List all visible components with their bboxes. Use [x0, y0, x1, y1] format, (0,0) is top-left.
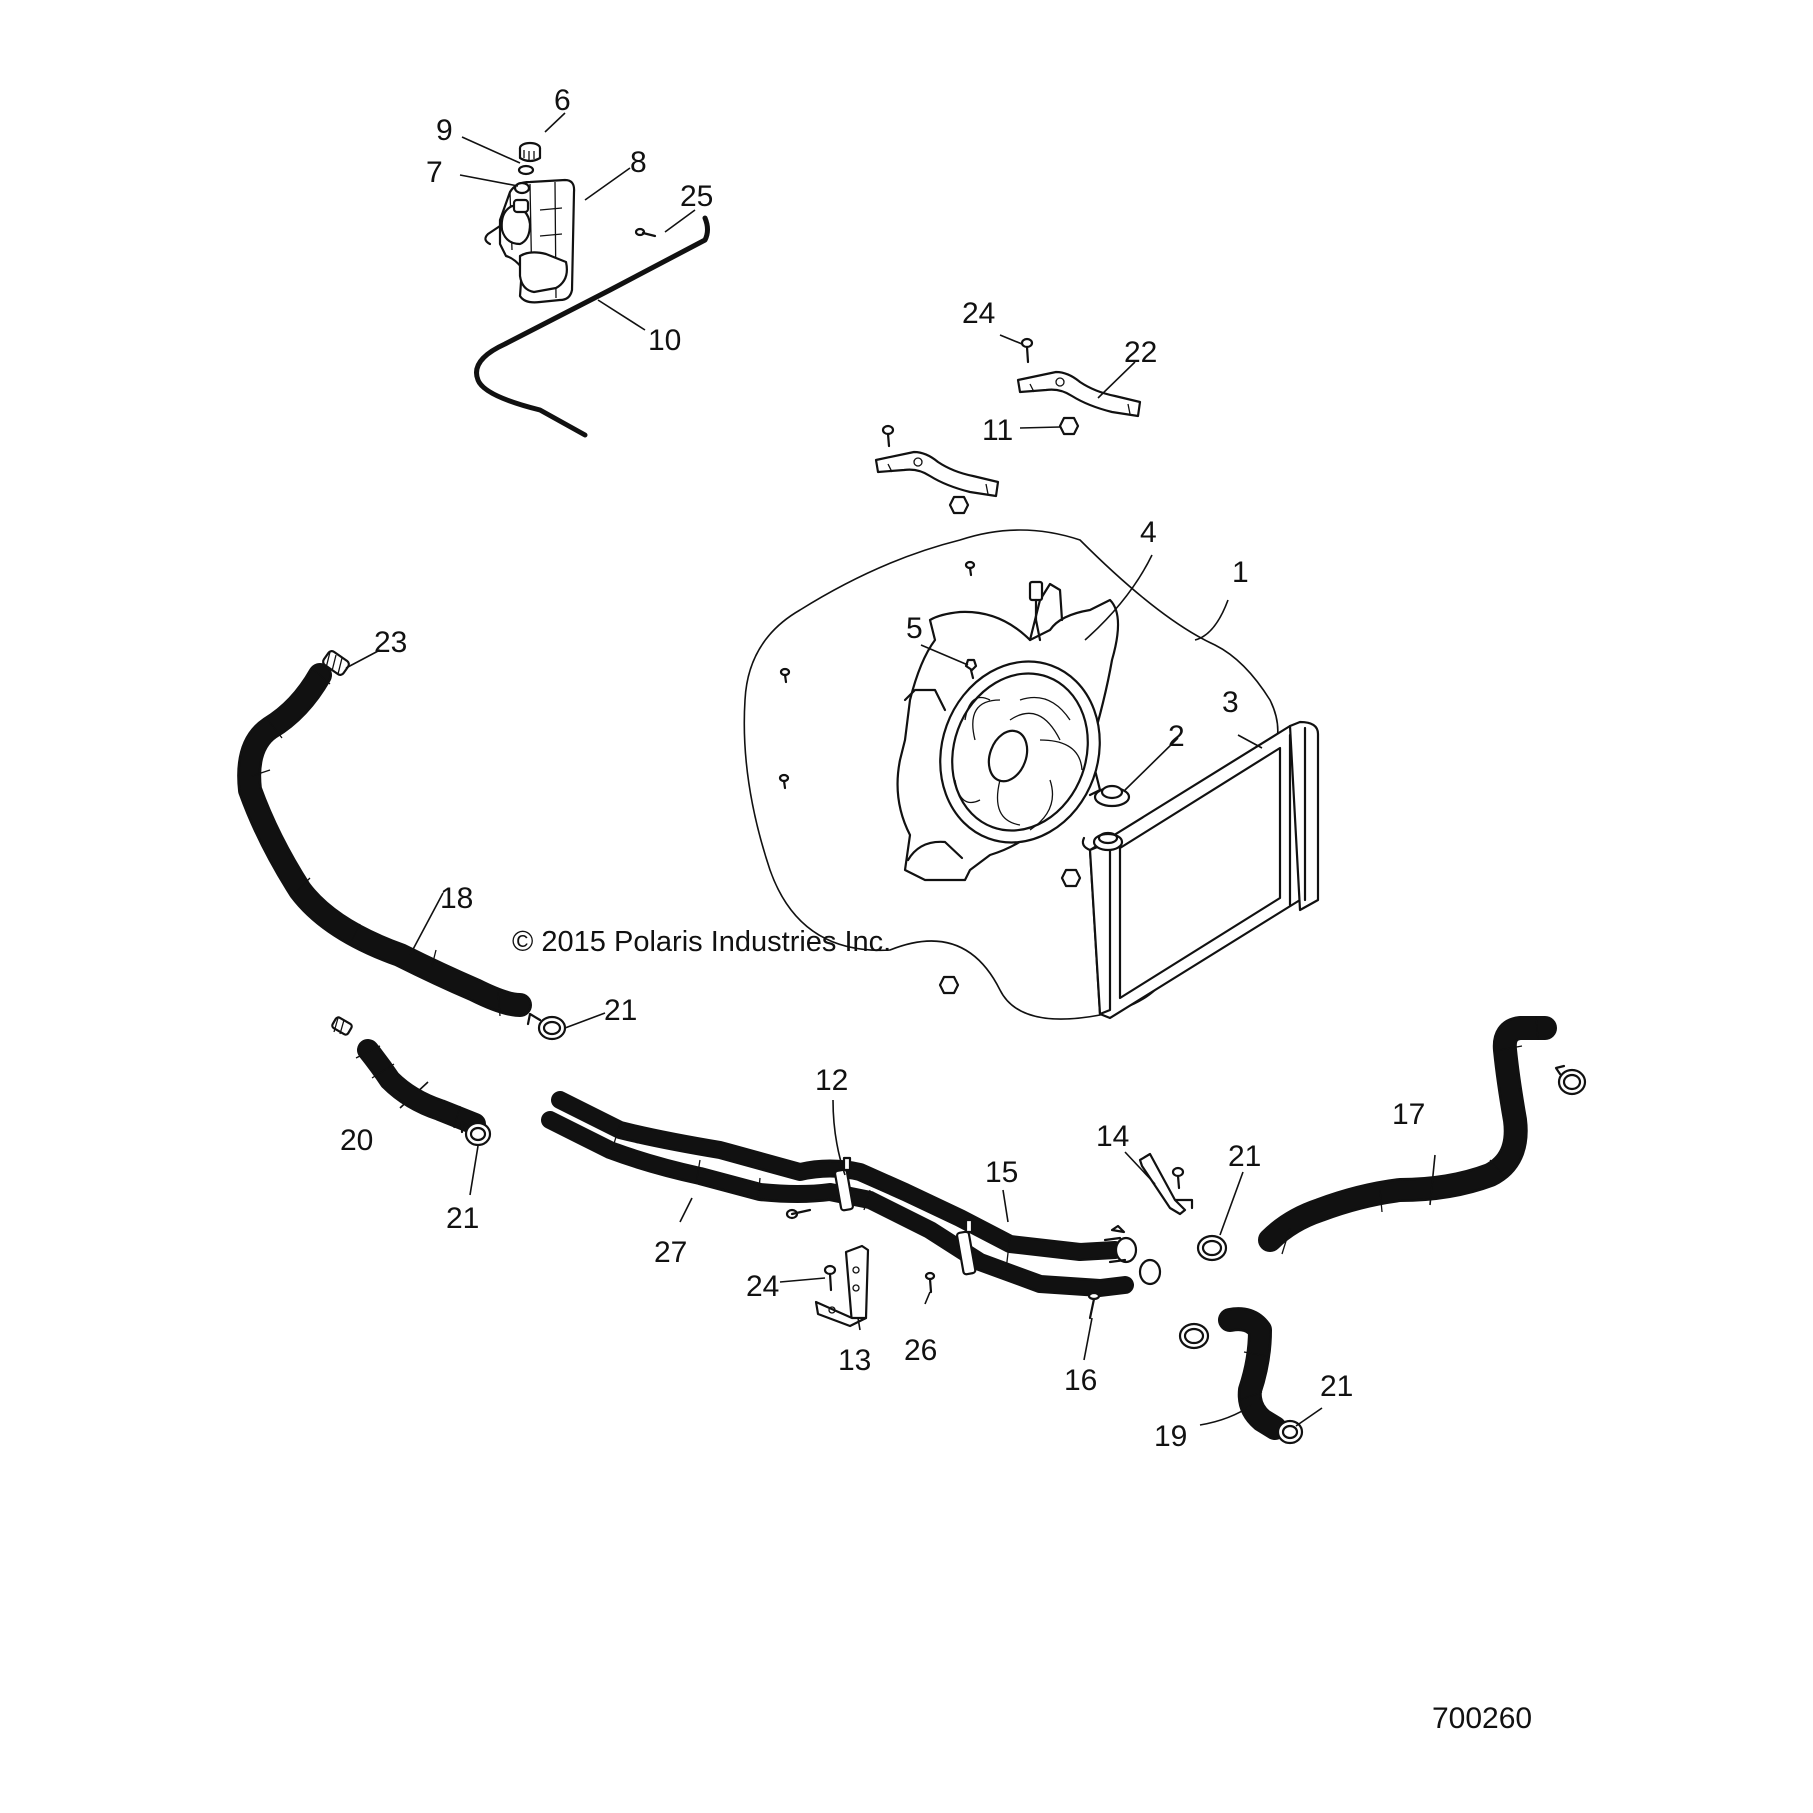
reservoir-o-ring — [517, 164, 535, 176]
callout-5: 5 — [906, 612, 923, 645]
callout-1: 1 — [1232, 556, 1249, 589]
hose-17 — [1258, 1015, 1557, 1255]
callout-27: 27 — [654, 1236, 687, 1269]
hose-19 — [1218, 1307, 1287, 1440]
bracket-14 — [1138, 1152, 1194, 1216]
callout-25: 25 — [680, 180, 713, 213]
hose-clamp-21a — [526, 1012, 567, 1041]
bracket-bolt-upper — [881, 337, 1034, 448]
callout-21-d: 21 — [1320, 1370, 1353, 1403]
reservoir-seal — [513, 181, 531, 195]
callout-8: 8 — [630, 146, 647, 179]
hose-clamp-17-top — [1554, 1064, 1587, 1096]
bracket-nut — [948, 416, 1080, 515]
radiator — [1081, 720, 1320, 1020]
upper-bracket-right — [1016, 370, 1142, 418]
hose-fitting-20 — [331, 1016, 353, 1036]
leader-lines — [345, 112, 1436, 1427]
callout-21-a: 21 — [604, 994, 637, 1027]
hose-clamp-21d — [1276, 1419, 1304, 1445]
screw-16 — [1087, 1291, 1101, 1320]
bracket-13 — [814, 1244, 870, 1328]
coolant-tube-27 — [541, 1111, 1134, 1297]
hose-18 — [237, 663, 532, 1017]
tube-fittings — [1103, 1224, 1162, 1286]
upper-bracket-left — [874, 450, 1000, 498]
callout-19: 19 — [1154, 1420, 1187, 1453]
bolt-12 — [785, 1208, 812, 1220]
callout-20: 20 — [340, 1124, 373, 1157]
callout-16: 16 — [1064, 1364, 1097, 1397]
callout-11: 11 — [982, 414, 1013, 447]
callout-22: 22 — [1124, 336, 1157, 369]
assembly-fasteners — [778, 560, 1082, 995]
hose-clamp-19-top — [1178, 1322, 1210, 1350]
callout-13: 13 — [838, 1344, 871, 1377]
callout-9: 9 — [436, 114, 453, 147]
callout-10: 10 — [648, 324, 681, 357]
callout-15: 15 — [985, 1156, 1018, 1189]
copyright-notice: © 2015 Polaris Industries Inc. — [512, 926, 891, 958]
callout-18: 18 — [440, 882, 473, 915]
callout-21-c: 21 — [1228, 1140, 1261, 1173]
callout-24-b: 24 — [746, 1270, 779, 1303]
radiator-cap — [1093, 784, 1131, 808]
overflow-hose — [474, 215, 710, 438]
bolt-26 — [924, 1271, 936, 1294]
callout-14: 14 — [1096, 1120, 1129, 1153]
callout-23: 23 — [374, 626, 407, 659]
callout-24-a: 24 — [962, 297, 995, 330]
hose-fitting-23 — [322, 650, 350, 676]
callout-2: 2 — [1168, 720, 1185, 753]
callout-labels: 1 2 3 4 5 6 7 8 9 10 11 12 13 14 15 16 1… — [340, 84, 1425, 1453]
callout-26: 26 — [904, 1334, 937, 1367]
fan-blade — [939, 660, 1101, 844]
hose-clamp-21c — [1196, 1234, 1228, 1262]
callout-12: 12 — [815, 1064, 848, 1097]
callout-4: 4 — [1140, 516, 1157, 549]
figure-number: 700260 — [1432, 1702, 1532, 1735]
coolant-tube-12 — [551, 1091, 1124, 1261]
callout-21-b: 21 — [446, 1202, 479, 1235]
callout-3: 3 — [1222, 686, 1239, 719]
bolt-24-lower — [823, 1264, 837, 1292]
reservoir-screw — [634, 227, 657, 238]
hose-20 — [355, 1039, 486, 1135]
bracket-14-bolt — [1171, 1166, 1185, 1190]
callout-7: 7 — [426, 156, 443, 189]
hose-clamp-21b — [460, 1120, 492, 1147]
callout-17: 17 — [1392, 1098, 1425, 1131]
fan-screw — [964, 658, 978, 680]
callout-6: 6 — [554, 84, 571, 117]
reservoir-cap — [518, 141, 542, 163]
coolant-reservoir — [484, 178, 576, 304]
fan-connector — [1028, 580, 1044, 642]
tube-clamps — [833, 1156, 977, 1276]
